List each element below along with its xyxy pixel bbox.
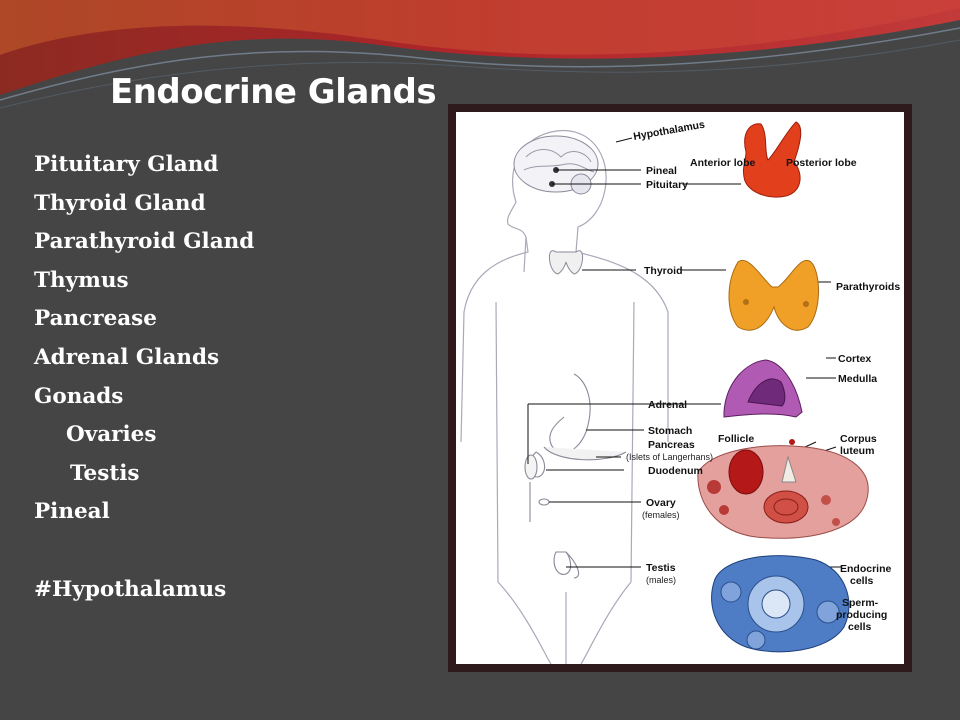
leader-lines (527, 137, 841, 593)
list-item-gonads: Gonads (34, 383, 124, 409)
diagram-labels: Hypothalamus Pineal Pituitary Anterior l… (626, 119, 900, 633)
label-adrenal: Adrenal (648, 399, 687, 411)
label-stomach: Stomach (648, 425, 692, 437)
label-pineal: Pineal (646, 165, 677, 177)
label-males: (males) (646, 575, 676, 585)
label-sperm: Sperm- (842, 597, 879, 609)
label-anterior-lobe: Anterior lobe (690, 157, 755, 169)
gland-list: Pituitary Gland Thyroid Gland Parathyroi… (34, 148, 254, 611)
label-pituitary: Pituitary (646, 179, 688, 191)
neck-thyroid-sketch (549, 250, 583, 275)
label-follicle: Follicle (718, 433, 754, 445)
body-outline (460, 130, 669, 664)
label-cortex: Cortex (838, 353, 871, 365)
list-item-pancrease: Pancrease (34, 306, 157, 332)
list-item-hypothalamus: #Hypothalamus (34, 576, 227, 602)
label-medulla: Medulla (838, 373, 877, 385)
figure-frame: Hypothalamus Pineal Pituitary Anterior l… (448, 104, 912, 672)
list-item-blank (34, 534, 254, 573)
label-producing: producing (836, 609, 887, 621)
label-islets: (Islets of Langerhans) (626, 452, 713, 462)
list-item-pituitary: Pituitary Gland (34, 152, 219, 177)
list-item-testis: Testis (70, 460, 140, 486)
list-item-thyroid: Thyroid Gland (34, 190, 206, 216)
slide-title: Endocrine Glands (110, 72, 437, 112)
label-cells-2: cells (848, 621, 872, 633)
label-endocrine: Endocrine (840, 563, 892, 575)
thyroid-organ-icon (728, 259, 819, 331)
label-parathyroids: Parathyroids (836, 281, 900, 293)
label-females: (females) (642, 510, 680, 520)
label-ovary: Ovary (646, 497, 676, 509)
label-duodenum: Duodenum (648, 465, 703, 477)
label-thyroid: Thyroid (644, 265, 683, 277)
label-luteum: luteum (840, 445, 874, 457)
adrenal-organ-icon (723, 359, 803, 418)
label-testis: Testis (646, 562, 676, 574)
label-hypothalamus: Hypothalamus (632, 119, 705, 143)
list-item-adrenal: Adrenal Glands (34, 344, 220, 370)
list-item-pineal: Pineal (34, 499, 110, 525)
endocrine-diagram-svg: Hypothalamus Pineal Pituitary Anterior l… (460, 119, 900, 664)
label-cells-1: cells (850, 575, 874, 587)
list-item-parathyroid: Parathyroid Gland (34, 229, 255, 255)
endocrine-diagram: Hypothalamus Pineal Pituitary Anterior l… (456, 112, 904, 664)
decorative-banner (0, 0, 960, 110)
abdomen-sketch (524, 373, 627, 579)
pituitary-organ-icon (742, 121, 802, 198)
label-posterior-lobe: Posterior lobe (786, 157, 857, 169)
brain-icon (513, 135, 599, 195)
label-corpus: Corpus (840, 433, 877, 445)
list-item-thymus: Thymus (34, 267, 129, 293)
label-pancreas: Pancreas (648, 439, 695, 451)
list-item-ovaries: Ovaries (66, 422, 157, 448)
ovary-organ-icon (697, 439, 869, 539)
testis-organ-icon (711, 555, 850, 653)
